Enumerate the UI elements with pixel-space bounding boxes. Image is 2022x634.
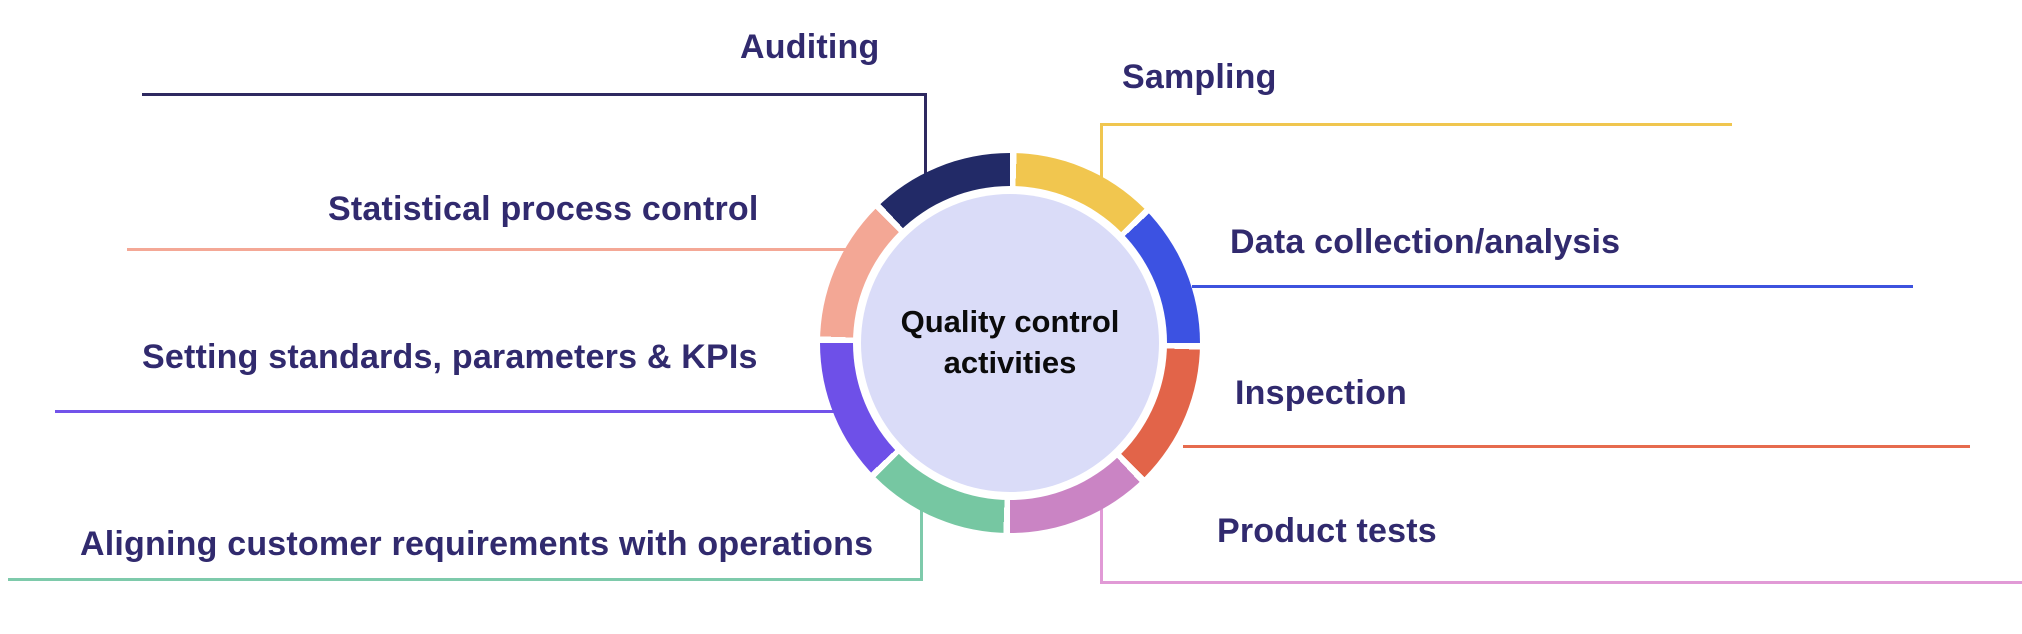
sampling-connector-line — [1100, 123, 1732, 126]
label-data-collection: Data collection/analysis — [1230, 223, 1621, 261]
label-standards: Setting standards, parameters & KPIs — [142, 338, 758, 376]
product-tests-connector-riser — [1100, 508, 1103, 584]
product-tests-connector-line — [1100, 581, 2022, 584]
inspection-connector-line — [1183, 445, 1970, 448]
auditing-connector-drop — [924, 93, 927, 175]
data-collection-connector-line — [1192, 285, 1913, 288]
spc-connector-line — [127, 248, 860, 251]
activity-ring: Quality control activities — [820, 153, 1200, 533]
center-circle: Quality control activities — [861, 194, 1159, 492]
aligning-connector-riser — [920, 510, 923, 581]
label-spc: Statistical process control — [328, 190, 759, 228]
label-product-tests: Product tests — [1217, 512, 1437, 550]
aligning-connector-line — [8, 578, 923, 581]
standards-connector-line — [55, 410, 835, 413]
label-sampling: Sampling — [1122, 58, 1277, 96]
center-title-line2: activities — [943, 345, 1077, 380]
center-title-line1: Quality control — [900, 304, 1120, 340]
label-inspection: Inspection — [1235, 374, 1408, 412]
auditing-connector-line — [142, 93, 927, 96]
label-aligning: Aligning customer requirements with oper… — [80, 525, 874, 563]
label-auditing: Auditing — [740, 28, 880, 66]
sampling-connector-drop — [1100, 123, 1103, 179]
